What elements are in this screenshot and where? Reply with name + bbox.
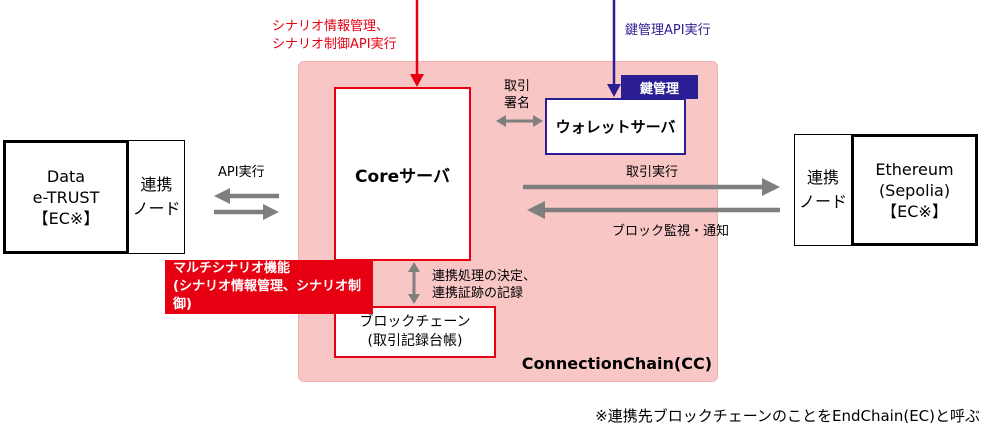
multi-scenario-box: マルチシナリオ機能 (シナリオ情報管理、シナリオ制御) (165, 260, 373, 314)
block-watch-arrow (527, 201, 780, 219)
data-etrust-node: Data e-TRUST 【EC※】 (3, 140, 129, 254)
blockchain-subtitle: (取引記録台帳) (367, 333, 463, 349)
ethereum-node: Ethereum (Sepolia) 【EC※】 (851, 134, 978, 246)
wallet-server-box: ウォレットサーバ (545, 98, 686, 155)
decision-arrow (408, 262, 420, 304)
api-left-arrow (214, 188, 279, 204)
sign-arrow (496, 115, 543, 127)
left-link-node: 連携 ノード (128, 140, 185, 254)
wallet-server-label: ウォレットサーバ (555, 118, 676, 136)
core-server-label: Coreサーバ (355, 166, 450, 187)
footnote: ※連携先ブロックチェーンのことをEndChain(EC)と呼ぶ (595, 407, 980, 425)
left-link-line1: 連携 (140, 175, 173, 194)
multi-scenario-title: マルチシナリオ機能 (173, 261, 291, 276)
api-exec-label: API実行 (218, 165, 265, 180)
ethereum-line2: (Sepolia) (878, 180, 951, 200)
api-right-arrow (214, 204, 279, 220)
right-link-line2: ノード (798, 192, 847, 211)
sign-label-2: 署名 (504, 96, 531, 111)
block-watch-label: ブロック監視・通知 (612, 224, 730, 239)
key-management-badge: 鍵管理 (621, 75, 698, 99)
scenario-api-label-2: シナリオ制御API実行 (272, 37, 397, 52)
left-link-line2: ノード (132, 199, 181, 218)
connection-chain-label: ConnectionChain(CC) (521, 354, 712, 373)
key-api-arrow (607, 0, 621, 97)
tx-exec-arrow (523, 178, 780, 196)
blockchain-box: ブロックチェーン (取引記録台帳) (334, 306, 496, 358)
scenario-api-label-1: シナリオ情報管理、 (272, 19, 390, 34)
scenario-api-arrow (410, 0, 424, 87)
data-etrust-line3: 【EC※】 (32, 208, 100, 228)
core-server-box: Coreサーバ (334, 87, 471, 261)
right-link-node: 連携 ノード (794, 134, 852, 246)
data-etrust-line1: Data (46, 166, 86, 186)
ethereum-line3: 【EC※】 (881, 201, 948, 221)
multi-scenario-subtitle: (シナリオ情報管理、シナリオ制御) (173, 279, 361, 312)
sign-label-1: 取引 (504, 79, 531, 94)
blockchain-title: ブロックチェーン (359, 314, 471, 330)
decision-label-1: 連携処理の決定、 (432, 269, 537, 284)
decision-label-2: 連携証跡の記録 (432, 286, 524, 301)
ethereum-line1: Ethereum (875, 159, 954, 179)
data-etrust-line2: e-TRUST (32, 187, 100, 207)
key-api-label: 鍵管理API実行 (625, 23, 711, 38)
tx-exec-label: 取引実行 (626, 165, 679, 180)
right-link-line1: 連携 (806, 168, 839, 187)
